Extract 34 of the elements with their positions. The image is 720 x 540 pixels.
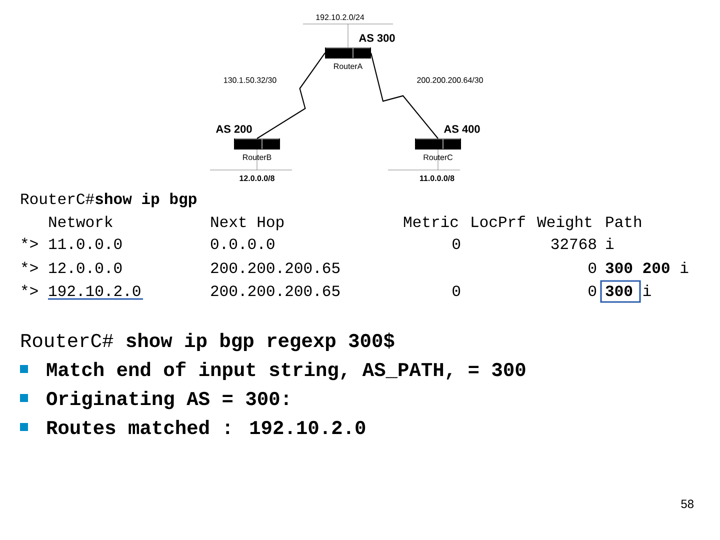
console-text: 0: [588, 286, 596, 296]
console-text: *>: [22, 262, 38, 272]
console-text: 0.0.0.0: [210, 238, 274, 250]
command-text: RouterC# show ip bgp regexp 300$: [22, 332, 394, 352]
console-text: Metric: [404, 216, 458, 228]
node-label: AS 300: [358, 34, 395, 42]
console-text: 300 200 i: [606, 262, 688, 274]
console-text: 12.0.0.0: [49, 262, 122, 274]
bullet-text: Originating AS = 300:: [46, 390, 288, 410]
serial-link: [370, 52, 438, 139]
console-text: Weight: [537, 216, 592, 230]
bullet-text: Match end of input string, AS_PATH, = 300: [46, 362, 526, 380]
console-text: 200.200.200.65: [211, 262, 340, 274]
console-text: Next Hop: [211, 216, 284, 230]
console-text: 0: [452, 286, 460, 296]
node-label: AS 200: [216, 125, 252, 133]
console-text: 11.0.0.0: [49, 238, 122, 250]
node-label: AS 400: [444, 125, 480, 133]
console-text: Path: [606, 216, 641, 228]
console-text: Network: [49, 216, 112, 228]
console-text: RouterC#show ip bgp: [21, 192, 196, 208]
bullet-text: Routes matched : 192.10.2.0: [47, 420, 366, 434]
console-text: 200.200.200.65: [211, 286, 340, 296]
console-text: 32768: [551, 238, 596, 250]
serial-link: [256, 52, 326, 139]
console-text: 0: [452, 238, 460, 250]
console-text: *>: [22, 238, 38, 248]
console-text: *>: [22, 284, 38, 295]
console-text: i: [606, 238, 614, 249]
page-number: 58: [681, 500, 694, 508]
console-text: 192.10.2.0: [49, 286, 140, 296]
console-text: LocPrf: [472, 216, 525, 228]
console-text: 0: [588, 262, 596, 274]
console-text: 300 i: [606, 284, 651, 296]
